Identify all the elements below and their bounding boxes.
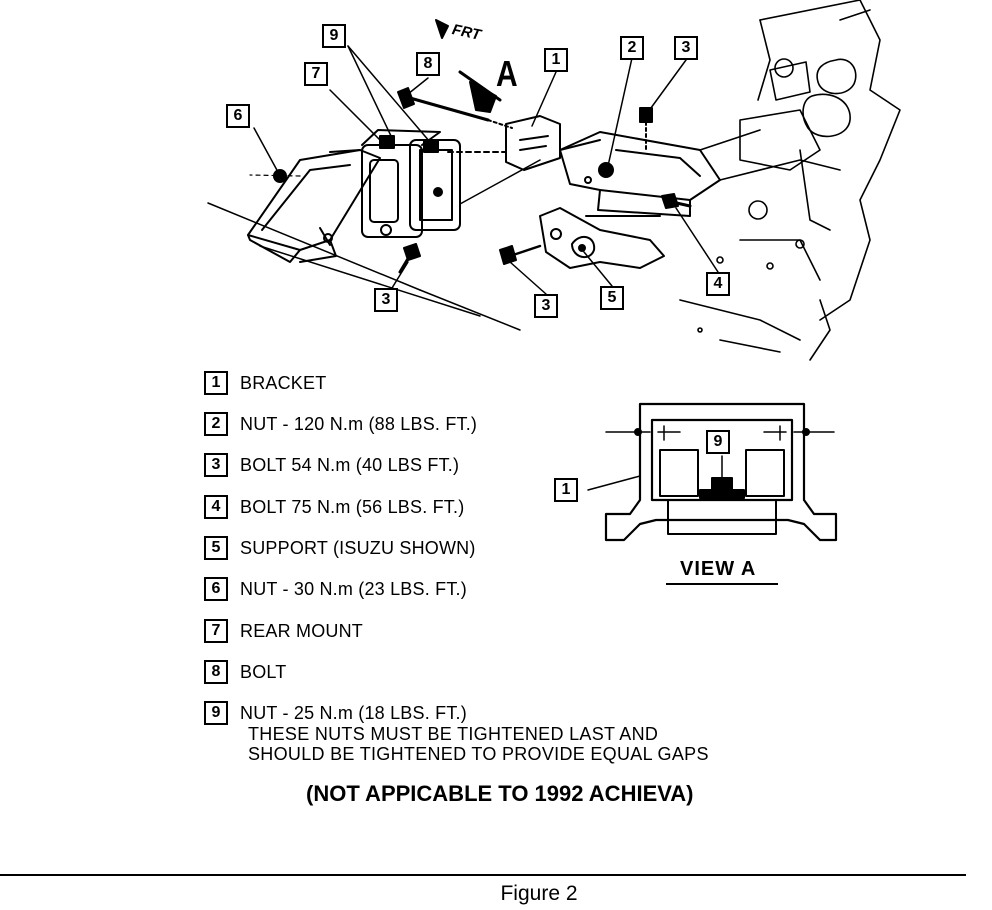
- legend-number: 9: [204, 701, 228, 725]
- view-a-marker: A: [496, 54, 518, 95]
- legend-text: NUT - 120 N.m (88 LBS. FT.): [240, 413, 478, 434]
- legend-text: BOLT 54 N.m (40 LBS FT.): [240, 454, 460, 475]
- figure-caption: Figure 2: [500, 882, 578, 905]
- legend-item: 5 SUPPORT (ISUZU SHOWN): [204, 534, 476, 562]
- callout-2-diagram: 2: [620, 36, 644, 60]
- legend-item: 2 NUT - 120 N.m (88 LBS. FT.): [204, 410, 477, 438]
- view-a-callout-1: 1: [554, 478, 578, 502]
- legend-number: 7: [204, 619, 228, 643]
- support-bolts: [499, 193, 692, 265]
- engine-block: [679, 0, 901, 361]
- legend-number: 4: [204, 495, 228, 519]
- through-bolt: [397, 87, 513, 129]
- mount-nuts: [379, 135, 439, 153]
- applicability-note: (NOT APPICABLE TO 1992 ACHIEVA): [306, 781, 694, 806]
- view-a-detail: [587, 402, 838, 542]
- front-direction-arrow: [435, 19, 449, 39]
- legend-text: BOLT 75 N.m (56 LBS. FT.): [240, 496, 465, 517]
- legend-item: 8 BOLT: [204, 658, 286, 686]
- legend-number: 1: [204, 371, 228, 395]
- legend-number: 6: [204, 577, 228, 601]
- callout-3-diagram-top: 3: [674, 36, 698, 60]
- callout-1-diagram: 1: [544, 48, 568, 72]
- note-line-1: THESE NUTS MUST BE TIGHTENED LAST AND: [248, 724, 659, 744]
- legend-item: 3 BOLT 54 N.m (40 LBS FT.): [204, 451, 459, 479]
- callout-5-diagram: 5: [600, 286, 624, 310]
- legend-item: 4 BOLT 75 N.m (56 LBS. FT.): [204, 493, 464, 521]
- rear-mount: [247, 129, 461, 263]
- caption-divider: [0, 874, 966, 876]
- engine-support-bracket: [559, 107, 721, 217]
- legend-item: 7 REAR MOUNT: [204, 617, 363, 645]
- legend-text: NUT - 30 N.m (23 LBS. FT.): [240, 578, 467, 599]
- bracket: [447, 115, 601, 205]
- callout-leaders: [253, 45, 719, 295]
- legend-item: 1 BRACKET: [204, 369, 326, 397]
- view-a-title-underline: [666, 583, 778, 585]
- support-isuzu: [539, 207, 665, 269]
- callout-9-diagram: 9: [322, 24, 346, 48]
- legend-text: BRACKET: [240, 372, 327, 393]
- frame-rail-lines: [207, 202, 521, 331]
- callout-3-diagram-mount: 3: [374, 288, 398, 312]
- note-line-2: SHOULD BE TIGHTENED TO PROVIDE EQUAL GAP…: [248, 744, 709, 764]
- legend-text: SUPPORT (ISUZU SHOWN): [240, 537, 476, 558]
- callout-6-diagram: 6: [226, 104, 250, 128]
- lower-bolt: [398, 243, 421, 274]
- legend-text: NUT - 25 N.m (18 LBS. FT.): [240, 702, 467, 723]
- legend-number: 8: [204, 660, 228, 684]
- legend-text: REAR MOUNT: [240, 620, 363, 641]
- legend-item: 9 NUT - 25 N.m (18 LBS. FT.): [204, 699, 467, 727]
- view-a-callout-9: 9: [706, 430, 730, 454]
- legend-number: 3: [204, 453, 228, 477]
- callout-3-diagram-support: 3: [534, 294, 558, 318]
- legend-text: BOLT: [240, 661, 287, 682]
- view-a-title: VIEW A: [680, 558, 757, 580]
- legend-number: 5: [204, 536, 228, 560]
- view-a-arrow: [458, 70, 502, 113]
- legend-number: 2: [204, 412, 228, 436]
- callout-8-diagram: 8: [416, 52, 440, 76]
- legend-item: 6 NUT - 30 N.m (23 LBS. FT.): [204, 575, 467, 603]
- callout-7-diagram: 7: [304, 62, 328, 86]
- callout-4-diagram: 4: [706, 272, 730, 296]
